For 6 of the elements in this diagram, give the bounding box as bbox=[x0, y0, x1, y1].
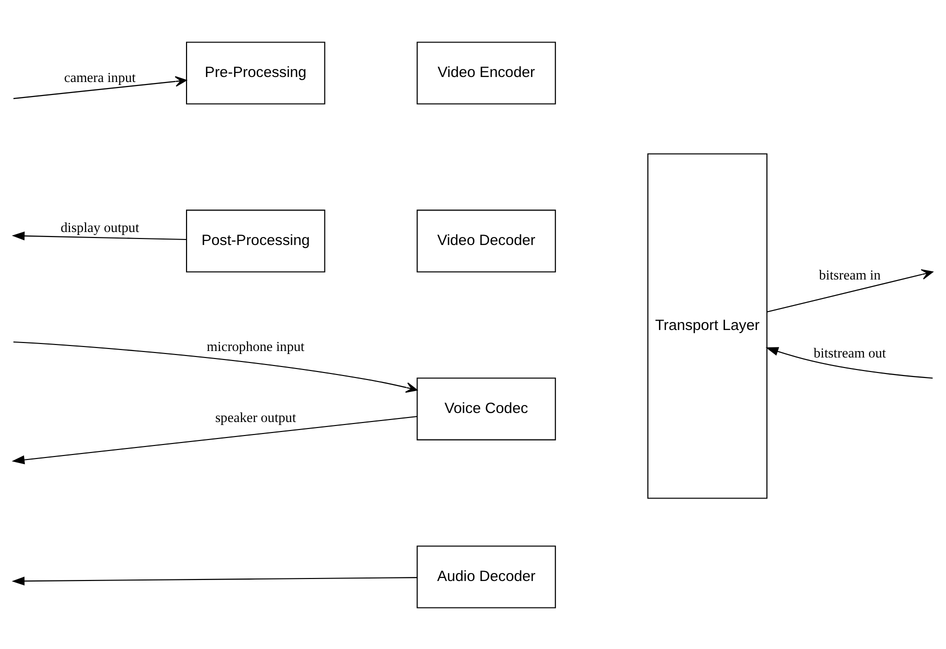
edge-label: speaker output bbox=[215, 410, 296, 425]
edge-label: bitsream in bbox=[818, 267, 881, 282]
edge-label: camera input bbox=[64, 70, 136, 85]
edge-label: microphone input bbox=[206, 338, 304, 354]
edge-label: display output bbox=[60, 219, 140, 234]
edge-label: bitstream out bbox=[814, 344, 886, 360]
